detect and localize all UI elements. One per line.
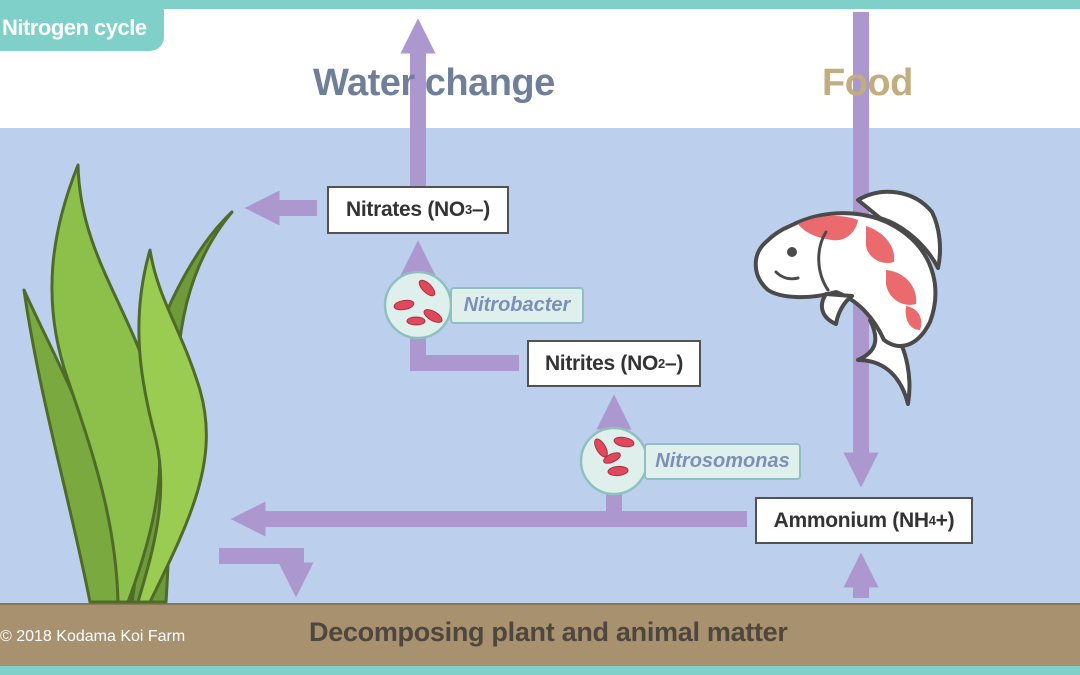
bottom-border xyxy=(0,666,1080,675)
food-label: Food xyxy=(822,62,913,104)
ground-band xyxy=(0,603,1080,667)
nitrates-suffix: –) xyxy=(471,198,490,221)
air-band xyxy=(0,9,1080,128)
nitrates-text: Nitrates (NO xyxy=(346,198,465,221)
arrow-plant-to-ground xyxy=(219,548,314,598)
nitrobacter-bacteria-icon xyxy=(383,270,453,340)
seaweed-plant-icon xyxy=(22,163,234,604)
copyright-notice: © 2018 Kodama Koi Farm xyxy=(0,628,186,645)
nitrogen-cycle-tab: Nitrogen cycle xyxy=(0,9,164,51)
nitrites-suffix: –) xyxy=(664,351,684,375)
nitrobacter-label: Nitrobacter xyxy=(450,287,584,324)
decomposing-matter-label: Decomposing plant and animal matter xyxy=(309,617,788,647)
nitrosomonas-bacteria-icon xyxy=(579,426,649,496)
nitrosomonas-label: Nitrosomonas xyxy=(644,443,801,480)
top-border xyxy=(0,0,1080,9)
nitrites-text: Nitrites (NO xyxy=(544,351,659,375)
koi-fish-icon xyxy=(753,189,942,406)
water-change-label: Water change xyxy=(313,62,555,104)
ammonium-suffix: +) xyxy=(935,508,955,532)
ammonium-text: Ammonium (NH xyxy=(773,508,929,532)
